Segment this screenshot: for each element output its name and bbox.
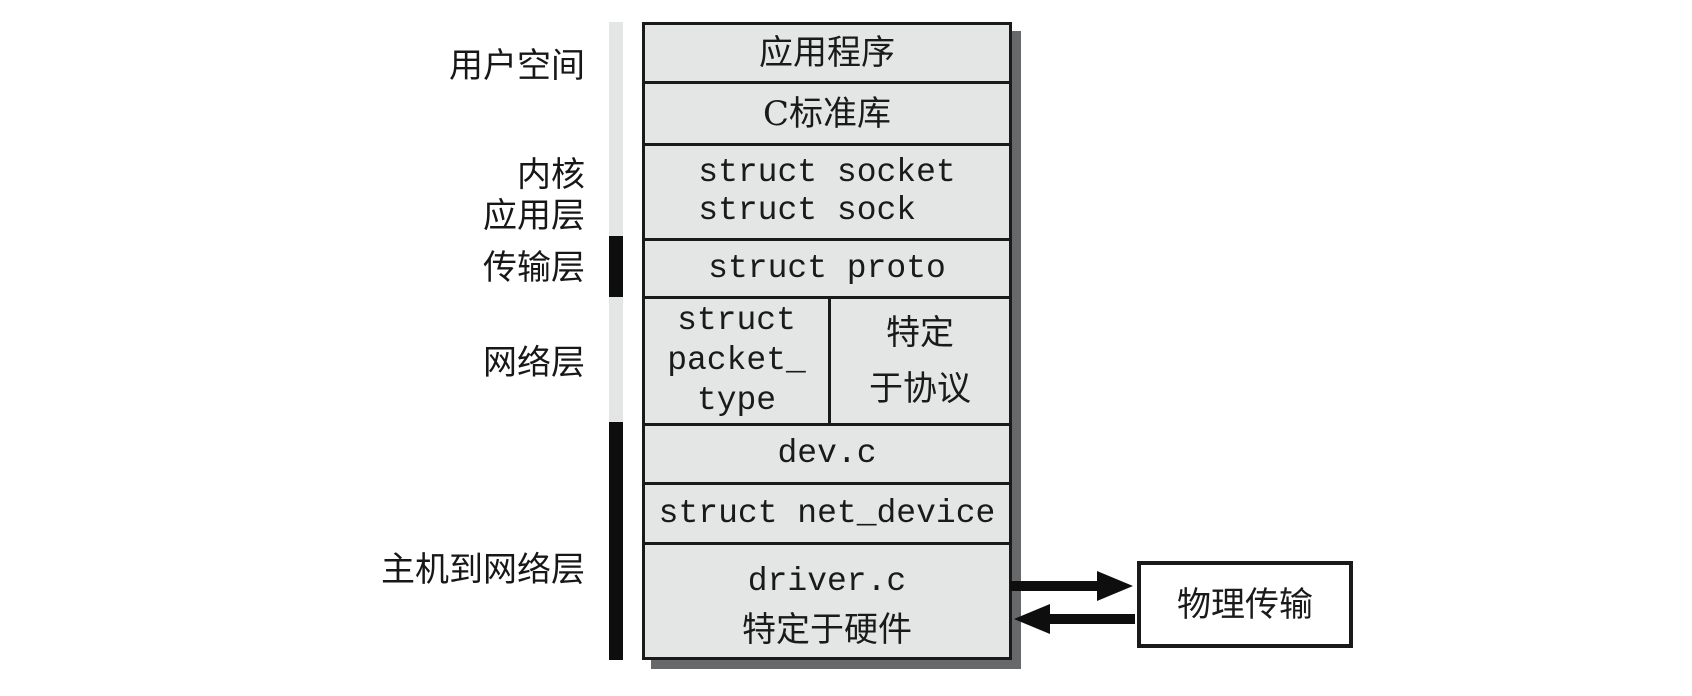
- c-library-label: C标准库: [762, 93, 891, 134]
- hardware-specific-label: 特定于硬件: [742, 610, 912, 650]
- network-layer-packet-type-cell: struct packet_ type: [645, 299, 831, 423]
- stack-row-net-device: struct net_device: [645, 485, 1009, 545]
- label-transport-layer: 传输层: [483, 248, 585, 288]
- label-host-to-network-layer: 主机到网络层: [381, 550, 585, 590]
- stack-row-driver: driver.c 特定于硬件: [645, 545, 1009, 657]
- bar-segment-user-kernel-app: [609, 22, 623, 236]
- stack-row-application: 应用程序: [645, 25, 1009, 84]
- label-kernel-application-layer: 内核 应用层: [483, 155, 585, 236]
- arrow-left-icon: [1014, 604, 1050, 634]
- driver-c-label: driver.c: [747, 563, 907, 600]
- network-layer-protocol-specific-cell: 特定 于协议: [831, 299, 1009, 423]
- stack-row-c-library: C标准库: [645, 84, 1009, 146]
- physical-transmission-box: 物理传输: [1137, 561, 1353, 648]
- bar-segment-network: [609, 297, 623, 422]
- bar-segment-transport: [609, 236, 623, 297]
- net-device-struct-label: struct net_device: [658, 494, 996, 532]
- proto-struct-label: struct proto: [708, 249, 946, 287]
- layer-extent-bar: [609, 22, 623, 660]
- stack-row-transport-layer: struct proto: [645, 241, 1009, 299]
- dev-c-label: dev.c: [777, 435, 877, 472]
- stack-row-network-layer: struct packet_ type 特定 于协议: [645, 299, 1009, 426]
- application-label: 应用程序: [759, 33, 895, 73]
- packet-type-struct-label: struct packet_ type: [667, 302, 806, 419]
- bar-segment-host-to-network: [609, 422, 623, 660]
- socket-structs-label: struct socket struct sock: [698, 154, 956, 229]
- arrow-to-physical-shaft: [1010, 581, 1102, 591]
- kernel-stack-box: 应用程序 C标准库 struct socket struct sock stru…: [642, 22, 1012, 660]
- protocol-specific-label: 特定 于协议: [869, 313, 971, 409]
- arrow-right-icon: [1097, 571, 1133, 601]
- arrow-from-physical-shaft: [1048, 614, 1135, 624]
- label-user-space: 用户空间: [449, 46, 585, 86]
- stack-row-socket-layer: struct socket struct sock: [645, 146, 1009, 241]
- label-network-layer: 网络层: [483, 343, 585, 383]
- stack-row-dev: dev.c: [645, 426, 1009, 485]
- physical-transmission-label: 物理传输: [1177, 584, 1313, 625]
